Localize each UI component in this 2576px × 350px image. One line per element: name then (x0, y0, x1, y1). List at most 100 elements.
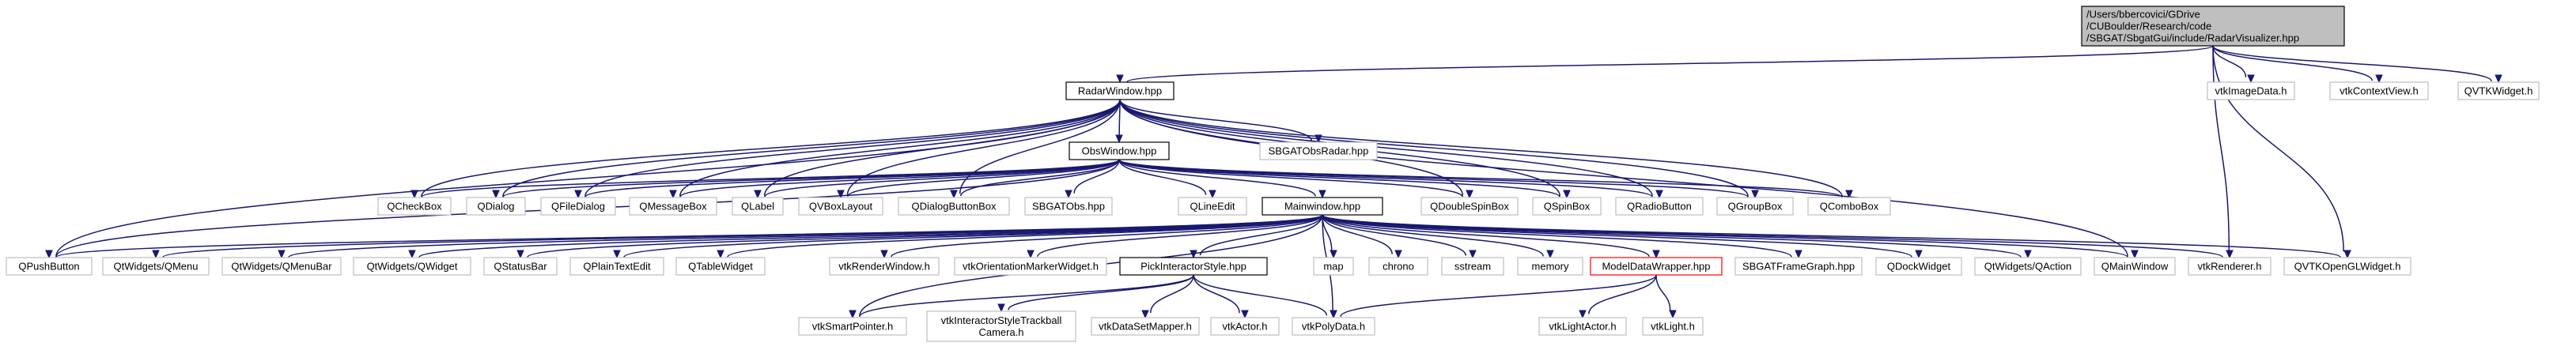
edge-radar-to-QMainWindow (1119, 99, 2128, 257)
node-box-memory (1517, 257, 1583, 276)
arrowhead-main-to-chrono (1394, 250, 1402, 259)
node-vtkLight: vtkLight.h (1642, 317, 1704, 336)
node-QVBoxLayout: QVBoxLayout (798, 197, 883, 216)
node-box-vtkTrackball (926, 310, 1076, 342)
edge-root-to-vtkRenderer (2212, 45, 2230, 251)
arrowhead-radar-to-obs (1115, 134, 1123, 144)
node-box-QGroupBox (1716, 197, 1794, 216)
arrowhead-model-to-vtkPolyData (1330, 310, 1337, 319)
arrowhead-main-to-model (1652, 250, 1660, 259)
node-label-QLabel: QLabel (741, 201, 774, 213)
node-QDialog: QDialog (466, 197, 526, 216)
node-label-vtkContextView: vtkContextView.h (2340, 85, 2418, 97)
node-label-QSpinBox: QSpinBox (1544, 201, 1591, 213)
node-main[interactable]: Mainwindow.hpp (1262, 197, 1383, 216)
arrowhead-pick-to-vtkTrackball (997, 303, 1005, 313)
edge-radar-to-QFileDialog (584, 99, 1121, 197)
edge-obs-to-QVBoxLayout (847, 159, 1120, 198)
node-box-QSpinBox (1532, 197, 1602, 216)
edge-obs-to-QLineEdit (1118, 159, 1207, 195)
node-box-root (2081, 6, 2345, 47)
edge-obs-to-main (1118, 159, 1316, 197)
node-label-QAction: QtWidgets/QAction (1984, 261, 2072, 273)
node-model[interactable]: ModelDataWrapper.hpp (1590, 257, 1723, 276)
node-label-vtkRenderWindow: vtkRenderWindow.h (838, 261, 930, 273)
node-label-vtkSmartPointer: vtkSmartPointer.h (812, 321, 894, 333)
arrowhead-pick-to-vtkSmartPointer (849, 310, 857, 319)
edge-main-to-SBGATFrameGraph (1322, 214, 1792, 258)
edge-radar-to-QGroupBox (1119, 99, 1749, 197)
edge-main-to-QPushButton (55, 214, 1323, 258)
node-chrono: chrono (1368, 257, 1428, 276)
edge-model-to-vtkPolyData (1340, 274, 1657, 318)
node-label-vtkDataSetMapper: vtkDataSetMapper.h (1099, 321, 1192, 333)
edge-pick-to-vtkActor (1193, 274, 1240, 314)
node-box-QLabel (732, 197, 784, 216)
arrowhead-obs-to-QVBoxLayout (837, 190, 845, 199)
arrowhead-main-to-QPlainTextEdit (613, 250, 621, 259)
node-label-obs: ObsWindow.hpp (1082, 145, 1157, 157)
arrowhead-obs-to-QComboBox (1845, 190, 1853, 199)
node-label-QVBoxLayout: QVBoxLayout (809, 201, 873, 213)
node-label-vtkImageData: vtkImageData.h (2215, 85, 2287, 97)
node-root[interactable]: /Users/bbercovici/GDrive/CUBoulder/Resea… (2081, 6, 2345, 47)
node-label-main: Mainwindow.hpp (1284, 201, 1360, 213)
node-QDialogButtonBox: QDialogButtonBox (898, 197, 1010, 216)
node-box-QDockWidget (1875, 257, 1962, 276)
node-label-vtkActor: vtkActor.h (1222, 321, 1267, 333)
node-box-QDialog (466, 197, 526, 216)
node-label-QWidget: QtWidgets/QWidget (367, 261, 458, 273)
edge-obs-to-QMessageBox (679, 159, 1120, 198)
node-label-QComboBox: QComboBox (1820, 201, 1879, 213)
node-box-QPushButton (6, 257, 93, 276)
arrowhead-obs-to-QMessageBox (669, 190, 677, 199)
node-QLabel: QLabel (732, 197, 784, 216)
node-label-QTableWidget: QTableWidget (688, 261, 753, 273)
edge-root-to-radar (1126, 45, 2214, 83)
node-box-vtkImageData (2207, 81, 2295, 100)
edge-root-to-vtkContextView (2212, 45, 2373, 81)
node-box-vtkOrientationMarkerWidget (954, 257, 1107, 276)
node-vtkRenderWindow: vtkRenderWindow.h (829, 257, 940, 276)
node-box-QVBoxLayout (798, 197, 883, 216)
edge-main-to-vtkRenderWindow (891, 214, 1323, 258)
node-label-SBGATObsRadar: SBGATObsRadar.hpp (1269, 145, 1369, 157)
node-box-radar (1065, 81, 1175, 100)
node-label-root: /SBGAT/SbgatGui/include/RadarVisualizer.… (2086, 32, 2299, 44)
arrowhead-main-to-QMainWindow (2131, 250, 2139, 259)
edge-obs-to-QDialog (502, 159, 1120, 198)
node-pick[interactable]: PickInteractorStyle.hpp (1119, 257, 1268, 276)
arrowhead-main-to-QDockWidget (1915, 250, 1923, 259)
node-label-pick: PickInteractorStyle.hpp (1140, 261, 1246, 273)
node-box-QMenu (102, 257, 210, 276)
node-label-QVTKWidget: QVTKWidget.h (2464, 85, 2533, 97)
node-box-sstream (1441, 257, 1504, 276)
node-label-QCheckBox: QCheckBox (387, 201, 442, 213)
arrowhead-model-to-vtkLightActor (1579, 310, 1587, 319)
node-QAction: QtWidgets/QAction (1974, 257, 2082, 276)
node-box-vtkRenderWindow (829, 257, 940, 276)
node-label-QMenuBar: QtWidgets/QMenuBar (231, 261, 332, 273)
node-box-QStatusBar (483, 257, 558, 276)
node-box-QRadioButton (1615, 197, 1704, 216)
node-box-QComboBox (1807, 197, 1891, 216)
node-box-vtkRenderer (2188, 257, 2271, 276)
edge-main-to-vtkRenderer (1322, 214, 2223, 258)
edge-obs-to-QRadioButton (1118, 159, 1653, 198)
edge-model-to-vtkLightActor (1588, 274, 1657, 314)
node-QGroupBox: QGroupBox (1716, 197, 1794, 216)
node-box-chrono (1368, 257, 1428, 276)
node-obs[interactable]: ObsWindow.hpp (1069, 141, 1170, 160)
node-radar[interactable]: RadarWindow.hpp (1065, 81, 1175, 100)
arrowhead-pick-to-vtkActor (1241, 310, 1249, 319)
arrowhead-obs-to-SBGATObs (1065, 190, 1072, 199)
node-QPushButton: QPushButton (6, 257, 93, 276)
node-SBGATFrameGraph: SBGATFrameGraph.hpp (1734, 257, 1863, 276)
node-label-QVTKOpenGLWidget: QVTKOpenGLWidget.h (2294, 261, 2401, 273)
arrowhead-main-to-QAction (2024, 250, 2032, 259)
node-label-QMessageBox: QMessageBox (639, 201, 707, 213)
edge-root-to-vtkImageData (2212, 45, 2247, 77)
node-QRadioButton: QRadioButton (1615, 197, 1704, 216)
node-label-QMainWindow: QMainWindow (2101, 261, 2169, 273)
